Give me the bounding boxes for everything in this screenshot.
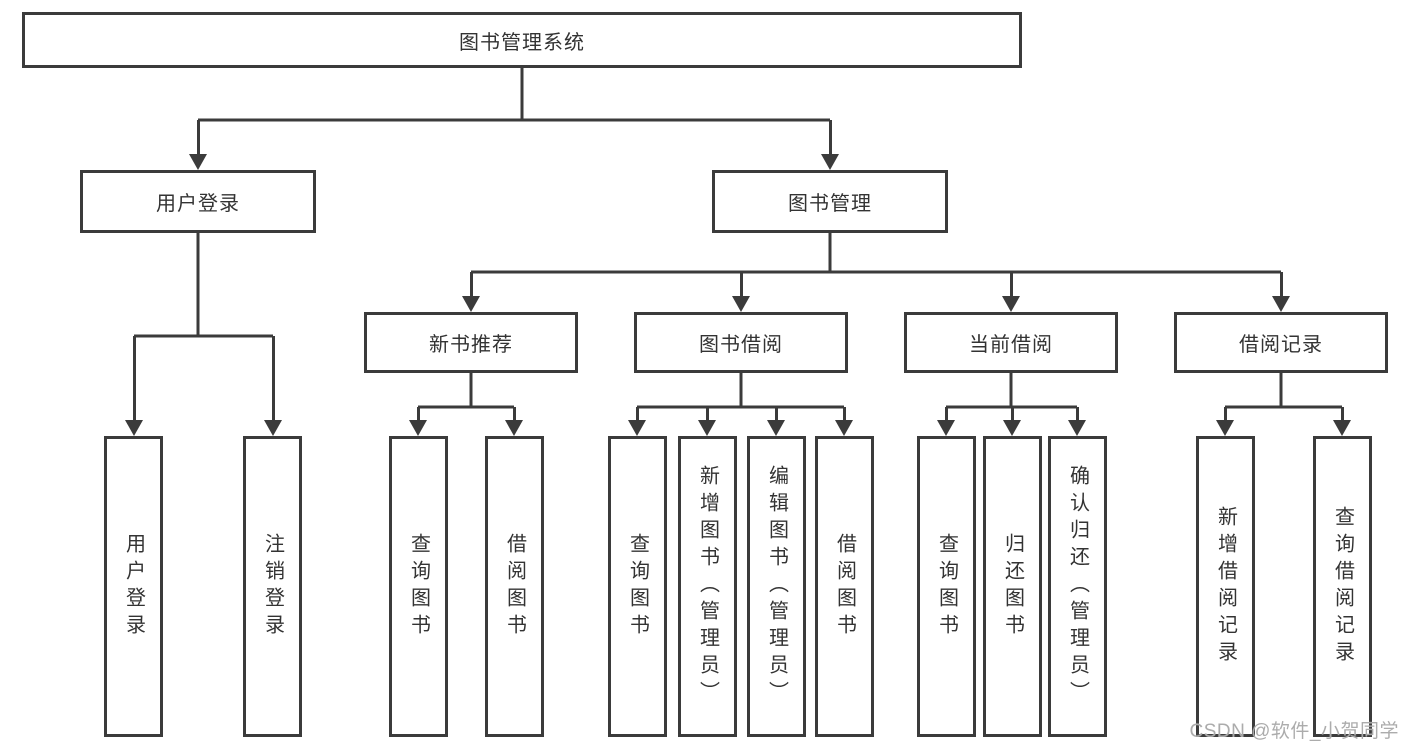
arrow-down-leaf xyxy=(698,407,716,436)
connector-root-stem xyxy=(520,68,524,120)
node-label: 图书借阅 xyxy=(699,334,783,356)
leaf-logout: 注销登录 xyxy=(243,436,302,737)
node-label: 新增借阅记录 xyxy=(1214,505,1237,668)
leaf-return-books: 归还图书 xyxy=(983,436,1042,737)
csdn-watermark: CSDN @软件_小贺同学 xyxy=(1189,721,1399,742)
connector-book-borrow-stem xyxy=(739,373,743,407)
node-label: 归还图书 xyxy=(1001,532,1024,641)
node-label: 新书推荐 xyxy=(429,334,513,356)
node-user-login: 用户登录 xyxy=(80,170,316,233)
arrow-down-to-leaf-logout xyxy=(264,336,282,436)
leaf-add-books-admin: 新增图书（管理员） xyxy=(678,436,737,737)
node-new-book-recommend: 新书推荐 xyxy=(364,312,578,373)
connector-user-login-branch xyxy=(134,334,273,338)
node-current-borrow: 当前借阅 xyxy=(904,312,1118,373)
arrow-down-to-book-management xyxy=(821,120,839,170)
node-label: 注销登录 xyxy=(261,532,284,641)
connector-new-book-recommend-branch xyxy=(418,405,514,409)
node-library-system: 图书管理系统 xyxy=(22,12,1022,68)
arrow-down-leaf xyxy=(767,407,785,436)
connector-current-borrow-stem xyxy=(1009,373,1013,407)
node-borrow-records: 借阅记录 xyxy=(1174,312,1388,373)
node-label: 确认归还（管理员） xyxy=(1066,465,1089,708)
arrow-down-leaf xyxy=(1216,407,1234,436)
leaf-query-books-borrow: 查询图书 xyxy=(608,436,667,737)
node-label: 查询图书 xyxy=(626,532,649,641)
arrow-down-leaf xyxy=(937,407,955,436)
connector-book-management-branch xyxy=(471,270,1281,274)
node-label: 借阅图书 xyxy=(833,532,856,641)
arrow-down-to-user-login xyxy=(189,120,207,170)
arrow-down-to-current-borrow xyxy=(1002,272,1020,312)
arrow-down-to-leaf-user-login xyxy=(125,336,143,436)
leaf-borrow-books-recommend: 借阅图书 xyxy=(485,436,544,737)
connector-borrow-records-stem xyxy=(1279,373,1283,407)
arrow-down-to-new-book-recommend xyxy=(462,272,480,312)
leaf-borrow-books: 借阅图书 xyxy=(815,436,874,737)
node-label: 新增图书（管理员） xyxy=(696,465,719,708)
arrow-down-to-borrow-records xyxy=(1272,272,1290,312)
node-label: 用户登录 xyxy=(122,532,145,641)
node-label: 借阅图书 xyxy=(503,532,526,641)
node-label: 当前借阅 xyxy=(969,334,1053,356)
arrow-down-leaf xyxy=(1003,407,1021,436)
node-label: 图书管理系统 xyxy=(459,31,585,54)
connector-root-branch xyxy=(198,118,830,122)
connector-new-book-recommend-stem xyxy=(469,373,473,407)
arrow-down-leaf xyxy=(1068,407,1086,436)
node-book-management: 图书管理 xyxy=(712,170,948,233)
node-label: 查询图书 xyxy=(407,532,430,641)
leaf-add-borrow-record: 新增借阅记录 xyxy=(1196,436,1255,737)
connector-user-login-stem xyxy=(196,233,200,336)
node-label: 查询图书 xyxy=(935,532,958,641)
connector-book-borrow-branch xyxy=(637,405,844,409)
arrow-down-to-book-borrow xyxy=(732,272,750,312)
node-label: 查询借阅记录 xyxy=(1331,505,1354,668)
arrow-down-leaf xyxy=(505,407,523,436)
leaf-confirm-return-admin: 确认归还（管理员） xyxy=(1048,436,1107,737)
node-label: 图书管理 xyxy=(788,193,872,215)
leaf-query-books-recommend: 查询图书 xyxy=(389,436,448,737)
arrow-down-leaf xyxy=(409,407,427,436)
leaf-query-borrow-record: 查询借阅记录 xyxy=(1313,436,1372,737)
node-label: 编辑图书（管理员） xyxy=(765,465,788,708)
arrow-down-leaf xyxy=(628,407,646,436)
leaf-query-books-current: 查询图书 xyxy=(917,436,976,737)
leaf-edit-books-admin: 编辑图书（管理员） xyxy=(747,436,806,737)
arrow-down-leaf xyxy=(835,407,853,436)
arrow-down-leaf xyxy=(1333,407,1351,436)
node-label: 用户登录 xyxy=(156,193,240,215)
node-book-borrow: 图书借阅 xyxy=(634,312,848,373)
connector-book-management-stem xyxy=(828,233,832,272)
leaf-user-login: 用户登录 xyxy=(104,436,163,737)
connector-borrow-records-branch xyxy=(1225,405,1342,409)
node-label: 借阅记录 xyxy=(1239,334,1323,356)
